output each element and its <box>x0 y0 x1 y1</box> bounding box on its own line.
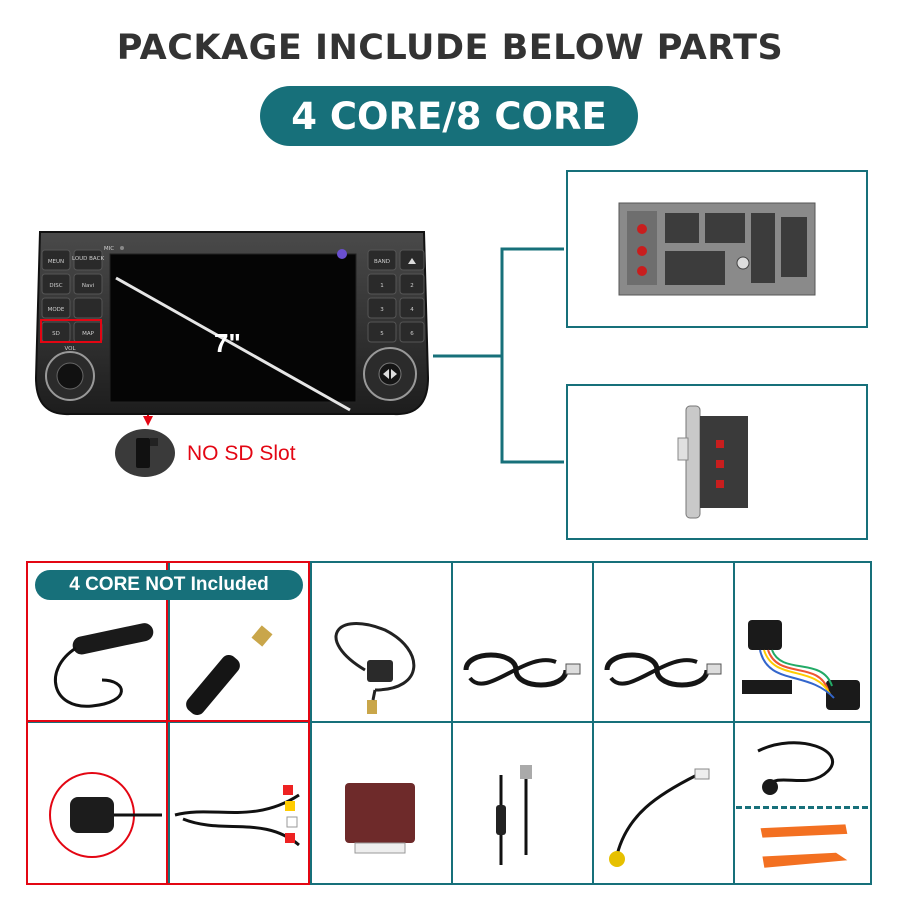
microphone-part <box>733 728 873 804</box>
side-view-panel <box>566 384 868 540</box>
antenna-adapter-part <box>451 735 591 895</box>
power-harness-icon <box>742 620 860 710</box>
svg-text:BAND: BAND <box>374 259 390 265</box>
svg-text:MEUN: MEUN <box>48 259 64 265</box>
divider <box>736 806 868 809</box>
core-badge: 4 CORE/8 CORE <box>260 86 638 146</box>
no-sd-slot-label: NO SD Slot <box>187 442 296 465</box>
svg-text:VOL: VOL <box>64 346 76 352</box>
gps-antenna-part <box>310 590 450 750</box>
svg-text:2: 2 <box>410 283 414 289</box>
camera-cable-part <box>592 735 732 895</box>
svg-text:3: 3 <box>380 307 384 313</box>
usb-cable-part <box>451 590 591 750</box>
side-panel-image <box>677 405 748 519</box>
svg-text:6: 6 <box>410 331 414 337</box>
rca-cable-part <box>168 735 308 895</box>
wifi-antenna-icon <box>186 625 273 715</box>
svg-text:1: 1 <box>380 283 384 289</box>
back-panel-image <box>618 202 816 296</box>
svg-text:MIC: MIC <box>104 246 114 252</box>
power-harness-part <box>733 590 873 750</box>
camera-cable-icon <box>609 768 710 867</box>
pry-tools-part <box>733 812 873 884</box>
head-unit-illustration: MEUN LOUD BACK DISC Navi MODE SD MAP BAN… <box>34 231 430 416</box>
usb-cable-part-2 <box>592 590 732 750</box>
canbus-decoder-part <box>310 735 450 895</box>
not-included-divider-h <box>26 720 310 722</box>
pry-tool-icon <box>760 824 848 868</box>
usb-cable-icon-2 <box>604 652 722 688</box>
sd-slot-closeup-image <box>115 429 175 477</box>
gps-module-part <box>27 735 167 895</box>
microphone-icon <box>757 741 835 795</box>
fm-antenna-part <box>27 590 167 750</box>
rca-cable-icon <box>174 785 300 847</box>
svg-text:Navi: Navi <box>82 283 95 289</box>
svg-text:MODE: MODE <box>48 307 65 313</box>
back-view-panel <box>566 170 868 328</box>
antenna-adapter-icon <box>496 765 532 865</box>
not-included-badge: 4 CORE NOT Included <box>35 570 303 600</box>
svg-text:SD: SD <box>52 331 60 337</box>
svg-text:MAP: MAP <box>82 331 95 337</box>
gps-antenna-icon <box>334 622 416 714</box>
page-title: PACKAGE INCLUDE BELOW PARTS <box>116 28 784 68</box>
canbus-decoder-icon <box>345 783 415 854</box>
svg-text:4: 4 <box>410 307 414 313</box>
fm-antenna-icon <box>53 623 154 708</box>
screen-size-label: 7" <box>214 328 241 358</box>
not-included-divider <box>166 561 168 885</box>
svg-text:5: 5 <box>380 331 384 337</box>
wifi-antenna-part <box>168 590 308 750</box>
svg-text:DISC: DISC <box>49 283 62 289</box>
head-unit-front: MEUN LOUD BACK DISC Navi MODE SD MAP BAN… <box>34 228 430 418</box>
svg-text:LOUD BACK: LOUD BACK <box>72 256 104 262</box>
usb-cable-icon <box>463 652 581 688</box>
gps-module-icon <box>49 772 162 858</box>
